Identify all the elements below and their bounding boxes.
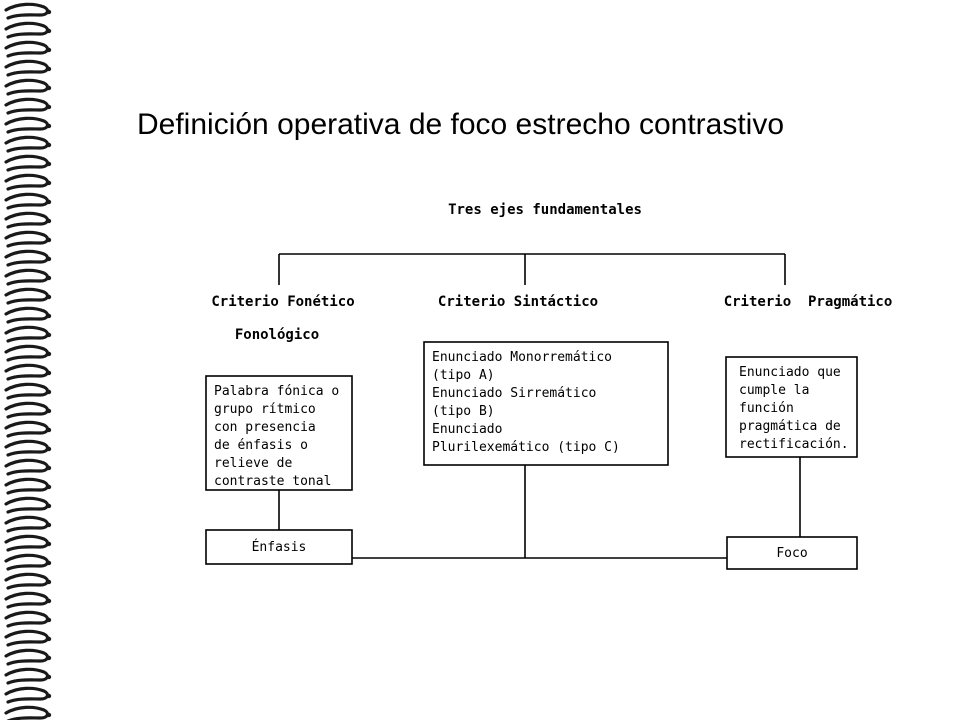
foco-result-label: Foco [776,546,807,561]
spiral-hole [46,351,52,357]
spiral-hole [46,66,52,72]
spiral-hole [46,446,52,452]
syntactic-box-line: (tipo A) [432,368,495,383]
spiral-hole [46,199,52,205]
pragmatic-criterion-box [725,356,858,458]
spiral-hole [46,427,52,433]
spiral-hole [46,522,52,528]
enfasis-result-box [205,529,353,565]
foco-result-box [726,536,858,570]
syntactic-box-text: Enunciado Monorremático (tipo A) Enuncia… [432,350,620,455]
spiral-hole [46,294,52,300]
syntactic-box-line: (tipo B) [432,404,495,419]
pragmatic-box-line: pragmática de [739,419,841,434]
syntactic-box-line: Plurilexemático (tipo C) [432,440,620,455]
spiral-hole [46,332,52,338]
root-heading: Tres ejes fundamentales [448,202,642,218]
spiral-hole [46,674,52,680]
enfasis-result-label: Énfasis [252,539,307,555]
spiral-hole [46,85,52,91]
pragmatic-box-line: función [739,401,794,416]
phonetic-criterion-box [205,375,353,491]
spiral-hole [46,484,52,490]
spiral-hole [46,503,52,509]
syntactic-criterion-box [423,341,669,466]
spiral-hole [46,465,52,471]
phonetic-box-line: de énfasis o [214,438,308,453]
phonetic-box-text: Palabra fónica o grupo rítmico con prese… [214,384,339,489]
spiral-hole [46,370,52,376]
spiral-hole [46,9,52,15]
spiral-hole [46,313,52,319]
spiral-hole [46,408,52,414]
pragmatic-criterion-heading: Criterio Pragmático [724,294,893,310]
spiral-hole [46,541,52,547]
spiral-hole [46,256,52,262]
spiral-hole [46,693,52,699]
spiral-hole [46,617,52,623]
spiral-hole [46,636,52,642]
syntactic-box-line: Enunciado Sirremático [432,386,596,401]
phonetic-box-line: contraste tonal [214,474,331,489]
spiral-hole [46,104,52,110]
spiral-hole [46,237,52,243]
spiral-hole [46,28,52,34]
slide-title: Definición operativa de foco estrecho co… [137,108,785,141]
pragmatic-box-text: Enunciado que cumple la función pragmáti… [739,365,849,452]
syntactic-criterion-heading: Criterio Sintáctico [438,294,598,310]
spiral-hole [46,598,52,604]
syntactic-box-line: Enunciado [432,422,502,437]
spiral-hole [46,389,52,395]
spiral-binding [4,2,52,720]
phonetic-box-line: relieve de [214,456,292,471]
phonetic-box-line: con presencia [214,420,316,435]
pragmatic-box-line: rectificación. [739,437,849,452]
spiral-hole [46,142,52,148]
phonetic-box-line: grupo rítmico [214,402,316,417]
pragmatic-box-line: cumple la [739,383,809,398]
pragmatic-box-line: Enunciado que [739,365,841,380]
spiral-hole [46,218,52,224]
spiral-hole [46,579,52,585]
spiral-hole [46,712,52,718]
boxes [205,341,858,570]
spiral-hole [46,560,52,566]
phonetic-box-line: Palabra fónica o [214,384,339,399]
spiral-hole [46,180,52,186]
syntactic-box-line: Enunciado Monorremático [432,350,612,365]
spiral-hole [46,123,52,129]
phonetic-criterion-heading-line2: Fonológico [235,327,319,343]
spiral-hole [46,275,52,281]
spiral-hole [46,47,52,53]
spiral-hole [46,161,52,167]
connector-lines [278,253,801,559]
spiral-hole [46,655,52,661]
phonetic-criterion-heading: Criterio Fonético [211,294,354,310]
